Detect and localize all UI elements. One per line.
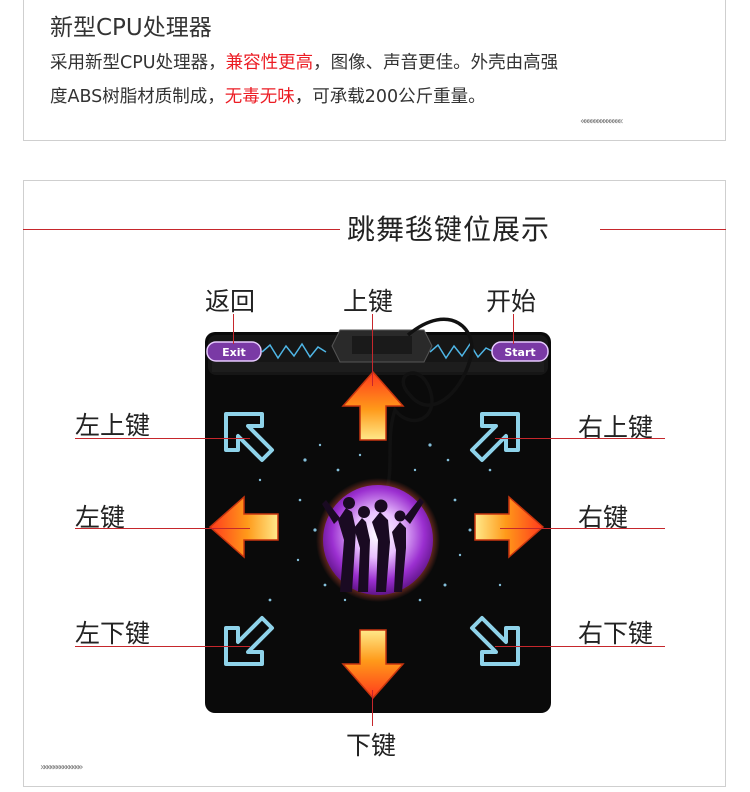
leader-line-back	[233, 314, 234, 344]
controller-cable	[383, 317, 474, 496]
label-back: 返回	[205, 287, 256, 316]
cpu-description-line-1: 采用新型CPU处理器，兼容性更高，图像、声音更佳。外壳由高强	[50, 50, 558, 76]
highlight-compatibility: 兼容性更高	[225, 53, 314, 73]
leader-line-down-left	[75, 646, 250, 647]
label-down-left: 左下键	[75, 619, 151, 648]
leader-line-up	[372, 314, 373, 386]
title-rule-right	[600, 229, 726, 230]
text-segment: 度ABS树脂材质制成，	[50, 87, 225, 107]
label-left: 左键	[75, 503, 126, 532]
text-segment: ，图像、声音更佳。外壳由高强	[313, 53, 559, 73]
leader-line-up-left	[75, 438, 250, 439]
cpu-description-line-2: 度ABS树脂材质制成，无毒无味，可承载200公斤重量。	[50, 84, 486, 110]
label-right: 右键	[578, 503, 629, 532]
label-down-right: 右下键	[578, 619, 654, 648]
showcase-title: 跳舞毯键位展示	[347, 213, 551, 246]
showcase-panel	[23, 180, 726, 787]
label-down: 下键	[346, 731, 397, 760]
wave-line-right	[429, 342, 495, 360]
leader-line-down-right	[495, 646, 665, 647]
label-up-left: 左上键	[75, 411, 151, 440]
mat-strip-texture	[212, 362, 544, 372]
exit-button-label: Exit	[222, 346, 246, 359]
sparkle-dots	[258, 443, 502, 602]
control-box-face	[352, 336, 412, 354]
decorative-chevrons-right: »»»»»»»»»»»»»	[40, 762, 84, 773]
start-button-shape	[491, 341, 549, 362]
label-start: 开始	[486, 287, 537, 316]
highlight-nontoxic: 无毒无味	[224, 87, 295, 107]
start-button-label: Start	[504, 346, 535, 359]
leader-line-up-right	[495, 438, 665, 439]
text-segment: ，可承载200公斤重量。	[294, 87, 486, 107]
leader-line-start	[513, 314, 514, 344]
leader-line-right	[500, 528, 665, 529]
title-rule-left	[23, 229, 340, 230]
decorative-chevrons-left: «««««««««««««	[580, 116, 624, 127]
text-segment: 采用新型CPU处理器，	[50, 53, 226, 73]
wave-line-left	[261, 342, 327, 360]
exit-button-shape	[206, 341, 262, 362]
cpu-section-title: 新型CPU处理器	[50, 15, 212, 41]
cpu-info-panel	[23, 0, 726, 141]
leader-line-left	[75, 528, 250, 529]
dancer-silhouettes	[322, 497, 424, 592]
leader-line-down	[372, 690, 373, 726]
label-up-right: 右上键	[578, 413, 654, 442]
label-up: 上键	[343, 287, 394, 316]
